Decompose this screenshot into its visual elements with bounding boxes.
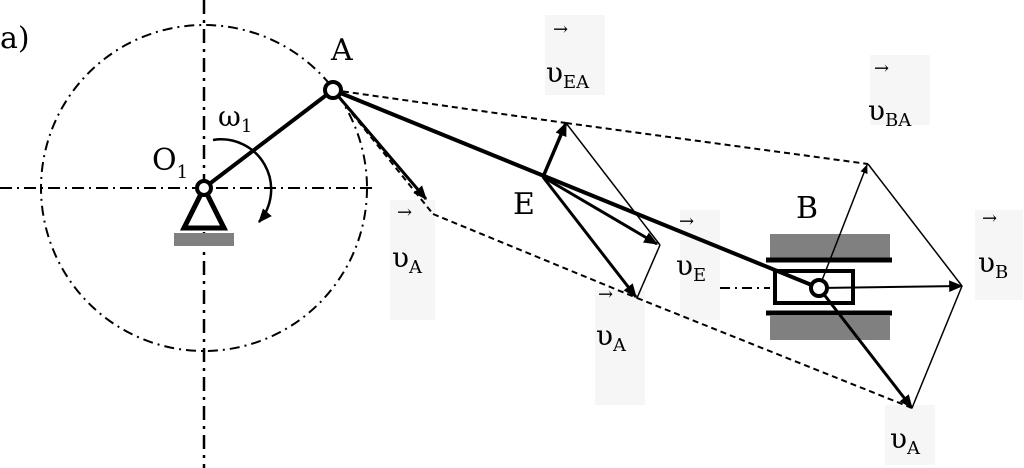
joint-O1	[195, 179, 213, 197]
label-E: E	[513, 187, 535, 222]
ground-support	[174, 182, 234, 246]
vec-arrow-vE: →	[679, 211, 694, 232]
label-B: B	[796, 191, 818, 226]
vec-arrow-vEA: →	[553, 19, 568, 40]
vector-vEA	[541, 121, 568, 178]
vector-vA-at-A	[331, 89, 428, 200]
ground-hatch	[174, 233, 234, 246]
vec-arrow-vA-2: →	[598, 284, 613, 305]
vector-vA-at-B	[817, 287, 914, 409]
label-vA-3: υA	[890, 422, 921, 459]
label-vA-2: υA	[596, 319, 627, 356]
joints	[195, 80, 829, 298]
label-vEA: υEA	[546, 56, 590, 93]
label-vB: υB	[978, 246, 1008, 283]
vector-vE	[542, 175, 659, 246]
connecting-rod-AB	[331, 88, 821, 290]
velocity-vectors	[331, 89, 964, 409]
label-vBA: υBA	[868, 94, 912, 131]
label-vE: υE	[676, 249, 706, 286]
triangle-B-side-2	[911, 285, 963, 409]
labels: a) A E B O1 ω1 → υA → υEA → υBA → υE → υ…	[0, 19, 1008, 459]
triangle-E-side-1	[565, 122, 661, 246]
triangle-B-side-1	[867, 163, 963, 287]
label-vA-1: υA	[392, 241, 423, 278]
label-backgrounds	[390, 15, 1023, 465]
label-omega1: ω1	[218, 100, 252, 137]
vector-vB	[818, 280, 964, 293]
support-triangle	[179, 182, 229, 231]
label-O1: O1	[152, 143, 188, 183]
vector-vBA	[818, 164, 868, 289]
vector-vA-at-E	[541, 176, 638, 298]
vec-arrow-vB: →	[982, 208, 997, 229]
joint-B	[809, 278, 829, 298]
crank-O1A	[202, 88, 335, 190]
vec-arrow-vA-1: →	[397, 202, 412, 223]
label-A: A	[330, 33, 353, 68]
mechanism-links	[202, 88, 821, 290]
triangle-E-side-2	[636, 244, 661, 299]
omega-arc	[212, 138, 273, 223]
construction-lines	[0, 0, 770, 468]
panel-label: a)	[0, 21, 30, 56]
guide-bottom-block	[770, 316, 890, 340]
guide-top-block	[770, 234, 890, 258]
vec-arrow-vBA: →	[874, 58, 889, 79]
joint-A	[323, 80, 343, 100]
